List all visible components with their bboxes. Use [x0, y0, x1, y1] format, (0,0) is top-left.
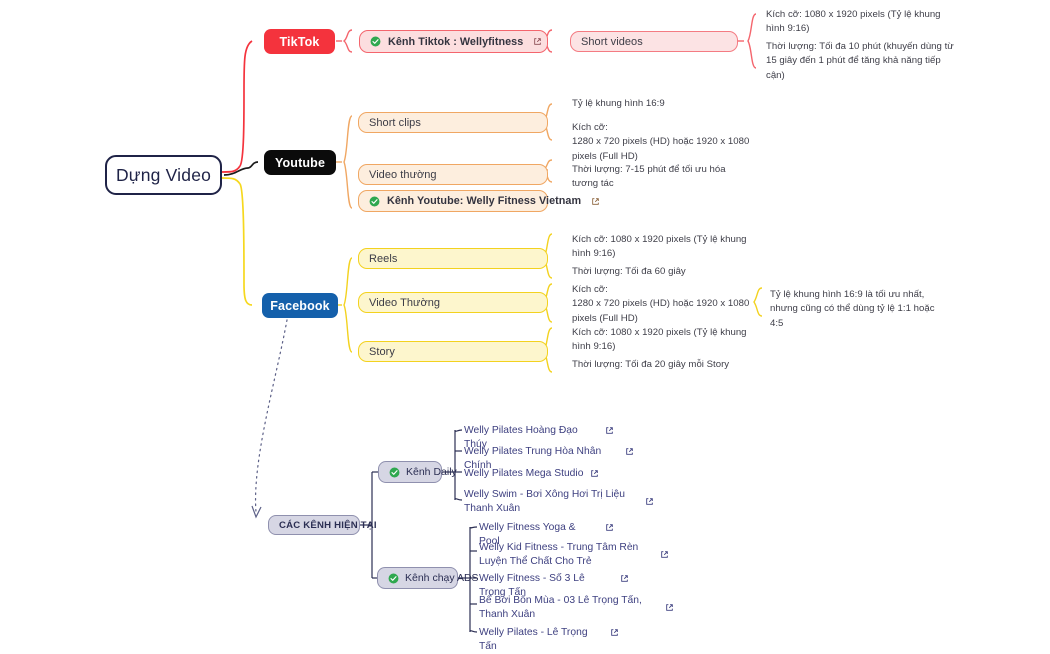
note-tiktok-size: Kích cỡ: 1080 x 1920 pixels (Tỷ lệ khung…	[766, 9, 941, 35]
note-fb-story-size: Kích cỡ: 1080 x 1920 pixels (Tỷ lệ khung…	[572, 327, 747, 353]
note-fb-story-duration: Thời lượng: Tối đa 20 giây mỗi Story	[572, 359, 730, 370]
note-youtube-duration: Thời lượng: 7-15 phút để tối ưu hóa tươn…	[572, 164, 726, 190]
group-node-kenh-chay-ads[interactable]: Kênh chạy ADS	[377, 567, 479, 589]
check-circle-icon	[389, 467, 400, 477]
note-youtube-size: Kích cỡ: 1280 x 720 pixels (HD) hoặc 192…	[572, 122, 750, 162]
external-link-icon[interactable]	[645, 497, 654, 506]
leaf-video-thuong-yt-label: Video thường	[369, 168, 437, 181]
leaf-reels-label: Reels	[369, 252, 398, 265]
external-link-icon[interactable]	[665, 603, 674, 612]
link-label: Welly Pilates - Lê Trọng Tấn	[479, 627, 588, 652]
branch-pill-youtube-label: Youtube	[274, 155, 326, 170]
branch-pill-tiktok[interactable]: TikTok	[264, 29, 335, 54]
link-label: Welly Fitness Yoga & Pool	[479, 522, 576, 547]
channel-box-youtube-label: Kênh Youtube: Welly Fitness Vietnam	[387, 195, 582, 207]
note-tiktok-duration: Thời lượng: Tối đa 10 phút (khuyến dùng …	[766, 41, 954, 81]
external-link-icon[interactable]	[610, 628, 619, 637]
external-link-icon[interactable]	[523, 37, 542, 46]
note-fb-video-size: Kích cỡ: 1280 x 720 pixels (HD) hoặc 192…	[572, 284, 750, 324]
note-fb-reels-size: Kích cỡ: 1080 x 1920 pixels (Tỷ lệ khung…	[572, 234, 747, 260]
group-node-kenh-chay-ads-label: Kênh chạy ADS	[405, 572, 479, 584]
external-link-icon[interactable]	[620, 574, 629, 583]
branch-pill-facebook-label: Facebook	[270, 298, 330, 313]
link-row[interactable]: Welly Pilates Mega Studio	[464, 467, 604, 481]
leaf-video-thuong-fb-label: Video Thường	[369, 296, 441, 309]
external-link-icon[interactable]	[605, 426, 614, 435]
leaf-story-label: Story	[369, 345, 395, 358]
link-label: Welly Pilates Hoàng Đạo Thúy	[464, 425, 578, 450]
link-row[interactable]: Welly Swim - Bơi Xông Hơi Trị Liệu Thanh…	[464, 488, 654, 516]
channel-box-tiktok-label: Kênh Tiktok : Wellyfitness	[388, 35, 524, 48]
root-node[interactable]: Dựng Video	[105, 155, 222, 195]
external-link-icon[interactable]	[660, 550, 669, 559]
link-row[interactable]: Welly Kid Fitness - Trung Tâm Rèn Luyện …	[479, 541, 669, 569]
link-row[interactable]: Bể Bơi Bốn Mùa - 03 Lê Trọng Tấn, Thanh …	[479, 594, 674, 622]
branch-pill-youtube[interactable]: Youtube	[264, 150, 336, 175]
group-node-kenh-daily-label: Kênh Daily	[406, 466, 457, 478]
branch-pill-tiktok-label: TikTok	[279, 34, 320, 49]
external-link-icon[interactable]	[625, 447, 634, 456]
leaf-short-videos[interactable]: Short videos	[570, 31, 738, 52]
link-label: Welly Pilates Mega Studio	[464, 468, 584, 479]
channel-box-tiktok[interactable]: Kênh Tiktok : Wellyfitness	[359, 30, 548, 53]
link-row[interactable]: Welly Fitness - Số 3 Lê Trọng Tấn	[479, 572, 629, 600]
check-circle-icon	[370, 36, 381, 47]
leaf-reels[interactable]: Reels	[358, 248, 548, 269]
link-label: Welly Kid Fitness - Trung Tâm Rèn Luyện …	[479, 542, 639, 567]
note-fb-reels-duration: Thời lượng: Tối đa 60 giây	[572, 266, 686, 277]
root-node-label: Dựng Video	[115, 164, 212, 185]
external-link-icon[interactable]	[581, 197, 600, 206]
check-circle-icon	[369, 196, 380, 206]
note-youtube-ratio: Tỷ lệ khung hình 16:9	[572, 98, 665, 109]
group-node-kenh-daily[interactable]: Kênh Daily	[378, 461, 457, 483]
link-label: Welly Fitness - Số 3 Lê Trọng Tấn	[479, 573, 585, 598]
link-row[interactable]: Welly Pilates Hoàng Đạo Thúy	[464, 424, 614, 452]
leaf-video-thuong-fb[interactable]: Video Thường	[358, 292, 548, 313]
check-circle-icon	[388, 573, 399, 583]
note-fb-ratio-advice: Tỷ lệ khung hình 16:9 là tối ưu nhất, nh…	[770, 289, 935, 329]
leaf-short-clips-label: Short clips	[369, 116, 421, 129]
external-link-icon[interactable]	[590, 469, 599, 478]
link-row[interactable]: Welly Pilates Trung Hòa Nhân Chính	[464, 445, 634, 473]
link-row[interactable]: Welly Pilates - Lê Trọng Tấn	[479, 626, 619, 654]
leaf-story[interactable]: Story	[358, 341, 548, 362]
leaf-short-videos-label: Short videos	[581, 35, 643, 48]
channel-box-youtube[interactable]: Kênh Youtube: Welly Fitness Vietnam	[358, 190, 599, 212]
link-label: Welly Swim - Bơi Xông Hơi Trị Liệu Thanh…	[464, 489, 625, 514]
branch-pill-facebook[interactable]: Facebook	[262, 293, 338, 318]
link-label: Welly Pilates Trung Hòa Nhân Chính	[464, 446, 602, 471]
leaf-video-thuong-yt[interactable]: Video thường	[358, 164, 548, 185]
leaf-short-clips[interactable]: Short clips	[358, 112, 548, 133]
link-row[interactable]: Welly Fitness Yoga & Pool	[479, 521, 614, 549]
external-link-icon[interactable]	[605, 523, 614, 532]
link-label: Bể Bơi Bốn Mùa - 03 Lê Trọng Tấn, Thanh …	[479, 595, 642, 620]
existing-channels-title-label: CÁC KÊNH HIỆN TẠI	[279, 519, 377, 531]
existing-channels-title[interactable]: CÁC KÊNH HIỆN TẠI	[268, 515, 377, 535]
